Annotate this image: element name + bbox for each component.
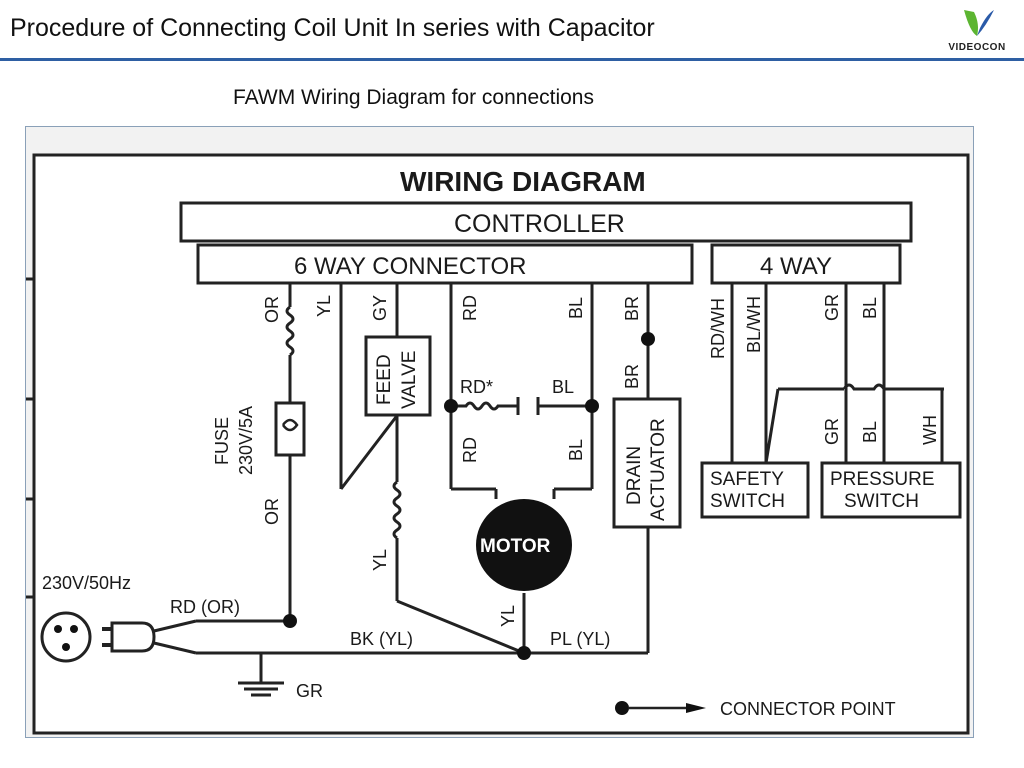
- wire-label-yl-motor: YL: [498, 605, 518, 627]
- wire-label-gr-lower: GR: [822, 418, 842, 445]
- controller-label: CONTROLLER: [454, 210, 625, 238]
- wire-label-rd-lower: RD: [460, 437, 480, 463]
- supply-bk-yl-label: BK (YL): [350, 629, 413, 649]
- drain-actuator-box: [612, 397, 682, 529]
- wire-label-yl-lower: YL: [370, 549, 390, 571]
- four-way-connector-box: [710, 243, 902, 285]
- six-way-connector-label: 6 WAY CONNECTOR: [294, 253, 526, 280]
- feed-valve-label-2: VALVE: [399, 351, 420, 409]
- wire-label-bl-top: BL: [566, 297, 586, 319]
- wire-label-blwh: BL/WH: [744, 296, 764, 353]
- wire-label-bl-lower: BL: [566, 439, 586, 461]
- motor-label: MOTOR: [480, 536, 551, 557]
- supply-rd-or-label: RD (OR): [170, 597, 240, 617]
- connector-point: [444, 399, 458, 413]
- videocon-logo: VIDEOCON: [930, 6, 1024, 56]
- pressure-switch-box: [820, 461, 962, 519]
- title-divider: [0, 58, 1024, 61]
- safety-switch-label-1: SAFETY: [710, 469, 784, 490]
- power-plug: [40, 611, 156, 663]
- supply-pl-yl-label: PL (YL): [550, 629, 610, 649]
- wire-label-bl-4way: BL: [860, 297, 880, 319]
- feed-valve-box: [364, 335, 432, 417]
- diagram-caption: FAWM Wiring Diagram for connections: [233, 86, 594, 109]
- wire-label-yl-top: YL: [314, 295, 334, 317]
- legend-label: CONNECTOR POINT: [720, 699, 896, 719]
- wire-label-or-top: OR: [262, 296, 282, 323]
- six-way-connector-box: [196, 243, 694, 285]
- pressure-switch-label-1: PRESSURE: [830, 469, 935, 490]
- videocon-logo-mark: [964, 10, 994, 36]
- diagram-heading: WIRING DIAGRAM: [400, 166, 646, 197]
- wire-label-rd-top: RD: [460, 295, 480, 321]
- feed-valve-label-1: FEED: [374, 354, 395, 405]
- connector-point: [641, 332, 655, 346]
- safety-switch-label-2: SWITCH: [710, 491, 785, 512]
- slide-title: Procedure of Connecting Coil Unit In ser…: [10, 14, 655, 42]
- capacitor-bl-label: BL: [552, 377, 574, 397]
- wiring-diagram-image: WIRING DIAGRAM CONTROLLER 6 WAY CONNECTO…: [25, 126, 974, 738]
- drain-actuator-label-2: ACTUATOR: [648, 418, 669, 521]
- ground-label: GR: [296, 681, 323, 701]
- safety-switch-box: [700, 461, 810, 519]
- drain-actuator-label-1: DRAIN: [624, 446, 645, 505]
- capacitor-rd-label: RD*: [460, 377, 493, 397]
- wire-label-gy: GY: [370, 295, 390, 321]
- fuse-label-2: 230V/5A: [236, 406, 256, 475]
- wire-label-rdwh: RD/WH: [708, 298, 728, 359]
- supply-voltage-label: 230V/50Hz: [42, 573, 131, 593]
- wires: [196, 283, 944, 697]
- wiring-diagram: WIRING DIAGRAM CONTROLLER 6 WAY CONNECTO…: [26, 153, 970, 735]
- wire-label-or-lower: OR: [262, 498, 282, 525]
- logo-text: VIDEOCON: [948, 42, 1006, 53]
- controller-box: [179, 201, 913, 243]
- wire-label-bl-pressure: BL: [860, 421, 880, 443]
- pressure-switch-label-2: SWITCH: [844, 491, 919, 512]
- legend-connector-dot: [615, 701, 629, 715]
- wire-label-br-top: BR: [622, 296, 642, 321]
- wire-label-gr-top: GR: [822, 294, 842, 321]
- motor: [476, 499, 572, 591]
- four-way-connector-label: 4 WAY: [760, 253, 832, 280]
- wire-label-wh: WH: [920, 415, 940, 445]
- connector-points: [283, 332, 655, 660]
- connector-point: [517, 646, 531, 660]
- connector-point: [283, 614, 297, 628]
- fuse-label-1: FUSE: [212, 417, 232, 465]
- wire-label-br-lower: BR: [622, 364, 642, 389]
- connector-point: [585, 399, 599, 413]
